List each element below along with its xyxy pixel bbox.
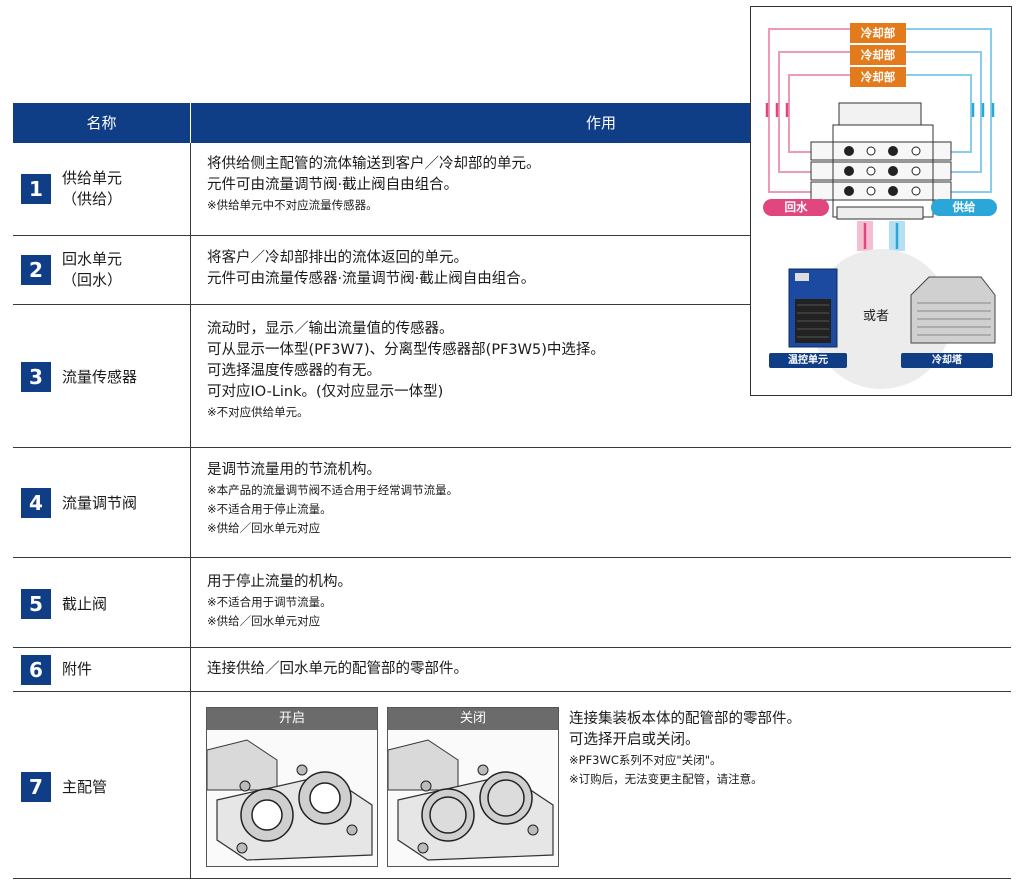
row-number: 7 [21, 772, 51, 802]
return-label: 回水 [763, 199, 829, 216]
desc-line: 可选择温度传感器的有无。 [207, 363, 381, 379]
table-row-supply-unit: 1 供给单元 （供给） 将供给侧主配管的流体输送到客户／冷却部的单元。 元件可由… [13, 143, 1011, 236]
chiller-label: 温控单元 [769, 353, 847, 368]
desc-line: 将供给侧主配管的流体输送到客户／冷却部的单元。 [207, 156, 541, 172]
header-name: 名称 [86, 114, 117, 132]
row-number: 1 [21, 174, 51, 204]
desc-note: ※不适合用于调节流量。 [207, 595, 332, 609]
row-name-line: 回水单元 [62, 250, 123, 268]
desc-line: 可从显示一体型(PF3W7)、分离型传感器部(PF3W5)中选择。 [207, 342, 605, 358]
supply-label: 供给 [931, 199, 997, 216]
row-name-line: 流量调节阀 [62, 494, 138, 512]
column-divider [190, 558, 191, 647]
desc-line: 元件可由流量传感器·流量调节阀·截止阀自由组合。 [207, 271, 536, 287]
desc-line: 连接集装板本体的配管部的零部件。 [569, 711, 801, 727]
header-divider [190, 103, 191, 143]
column-divider [190, 648, 191, 691]
row-name: 回水单元 （回水） [62, 249, 122, 291]
cooling-section-label: 冷却部 [850, 23, 906, 43]
desc-note: ※供给／回水单元对应 [207, 614, 321, 628]
row-number: 6 [21, 655, 51, 685]
desc-note: ※订购后，无法变更主配管，请注意。 [569, 772, 763, 786]
desc-line: 流动时，显示／输出流量值的传感器。 [207, 321, 454, 337]
desc-note: ※本产品的流量调节阀不适合用于经常调节流量。 [207, 483, 459, 497]
desc-line: 可选择开启或关闭。 [569, 732, 700, 748]
row-description: 是调节流量用的节流机构。 ※本产品的流量调节阀不适合用于经常调节流量。 ※不适合… [207, 460, 458, 538]
row-name-line: 流量传感器 [62, 368, 138, 386]
row-number: 2 [21, 255, 51, 285]
row-description: 将客户／冷却部排出的流体返回的单元。 元件可由流量传感器·流量调节阀·截止阀自由… [207, 248, 535, 290]
table-row-accessory: 6 附件 连接供给／回水单元的配管部的零部件。 [13, 648, 1011, 692]
desc-line: 可对应IO-Link。(仅对应显示一体型) [207, 384, 444, 400]
photo-caption: 关闭 [388, 708, 558, 730]
row-description: 连接集装板本体的配管部的零部件。 可选择开启或关闭。 ※PF3WC系列不对应"关… [569, 709, 801, 789]
row-name: 供给单元 （供给） [62, 168, 122, 210]
row-description: 连接供给／回水单元的配管部的零部件。 [207, 659, 468, 680]
row-name: 截止阀 [62, 594, 107, 615]
column-divider [190, 143, 191, 235]
row-number: 3 [21, 362, 51, 392]
row-name-line: （供给） [62, 190, 123, 208]
row-name: 附件 [62, 659, 92, 680]
desc-note: ※不适合用于停止流量。 [207, 502, 332, 516]
desc-note: ※供给／回水单元对应 [207, 521, 321, 535]
row-description: 流动时，显示／输出流量值的传感器。 可从显示一体型(PF3W7)、分离型传感器部… [207, 319, 605, 422]
closed-pipe-illustration [388, 730, 558, 866]
cooling-section-label: 冷却部 [850, 67, 906, 87]
table-row-stop-valve: 5 截止阀 用于停止流量的机构。 ※不适合用于调节流量。 ※供给／回水单元对应 [13, 558, 1011, 648]
system-diagram: 冷却部 冷却部 冷却部 回水 供给 或者 温控单元 冷却塔 [750, 6, 1012, 396]
row-description: 将供给侧主配管的流体输送到客户／冷却部的单元。 元件可由流量调节阀·截止阀自由组… [207, 154, 541, 215]
cooling-section-label: 冷却部 [850, 45, 906, 65]
desc-note: ※供给单元中不对应流量传感器。 [207, 198, 378, 212]
cooling-tower-label: 冷却塔 [901, 353, 993, 368]
row-name: 主配管 [62, 777, 107, 798]
desc-note: ※不对应供给单元。 [207, 405, 309, 419]
desc-note: ※PF3WC系列不对应"关闭"。 [569, 753, 722, 767]
row-name-line: 附件 [62, 660, 93, 678]
row-name: 流量传感器 [62, 367, 137, 388]
row-description: 用于停止流量的机构。 ※不适合用于调节流量。 ※供给／回水单元对应 [207, 572, 352, 631]
photo-main-pipe-closed: 关闭 [387, 707, 559, 867]
photo-main-pipe-open: 开启 [206, 707, 378, 867]
table-row-return-unit: 2 回水单元 （回水） 将客户／冷却部排出的流体返回的单元。 元件可由流量传感器… [13, 236, 1011, 305]
row-name-line: 主配管 [62, 778, 108, 796]
or-label: 或者 [863, 309, 890, 324]
photo-caption: 开启 [207, 708, 377, 730]
table-row-main-pipe: 7 主配管 开启 关闭 [13, 692, 1011, 879]
column-divider [190, 692, 191, 878]
column-divider [190, 236, 191, 304]
table-row-flow-adjust-valve: 4 流量调节阀 是调节流量用的节流机构。 ※本产品的流量调节阀不适合用于经常调节… [13, 448, 1011, 558]
table-row-flow-sensor: 3 流量传感器 流动时，显示／输出流量值的传感器。 可从显示一体型(PF3W7)… [13, 305, 1011, 448]
row-name-line: 供给单元 [62, 169, 123, 187]
desc-line: 将客户／冷却部排出的流体返回的单元。 [207, 250, 468, 266]
column-divider [190, 305, 191, 447]
row-name-line: （回水） [62, 271, 123, 289]
open-pipe-illustration [207, 730, 377, 866]
row-name: 流量调节阀 [62, 493, 137, 514]
header-function: 作用 [585, 114, 616, 132]
desc-line: 用于停止流量的机构。 [207, 574, 352, 590]
row-number: 5 [21, 589, 51, 619]
row-number: 4 [21, 488, 51, 518]
column-divider [190, 448, 191, 557]
desc-line: 连接供给／回水单元的配管部的零部件。 [207, 661, 468, 677]
desc-line: 元件可由流量调节阀·截止阀自由组合。 [207, 177, 459, 193]
row-name-line: 截止阀 [62, 595, 108, 613]
desc-line: 是调节流量用的节流机构。 [207, 462, 381, 478]
